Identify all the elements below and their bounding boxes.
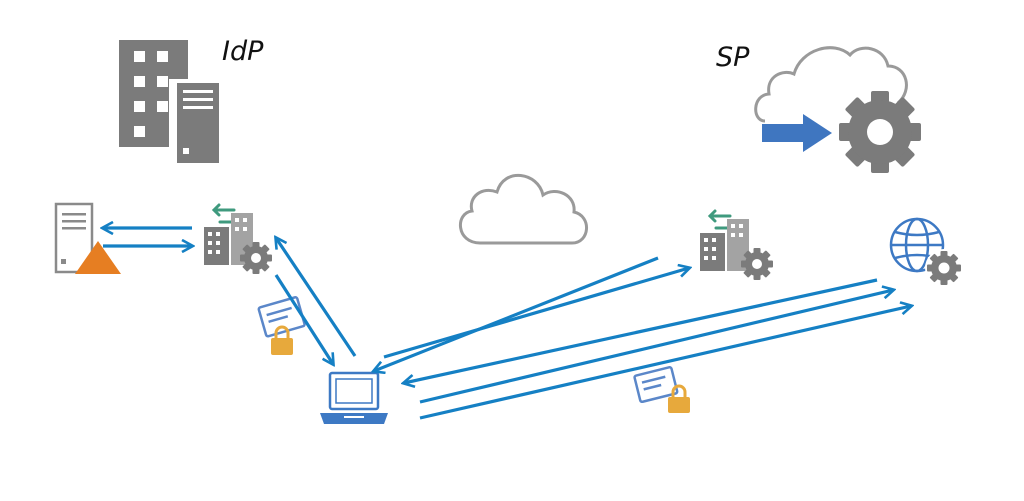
token-left-certificate-lock-icon xyxy=(257,296,306,355)
client-laptop-icon xyxy=(320,371,388,424)
arrow-laptop-to-idp xyxy=(276,238,357,357)
token-right-certificate-lock-icon xyxy=(633,365,690,413)
idp-federation-server-icon xyxy=(204,203,272,274)
web-app-globe-icon xyxy=(889,217,963,287)
warning-triangle-icon xyxy=(75,241,121,274)
arrow-sp-federation-to-laptop xyxy=(374,256,659,371)
idp-building-icon xyxy=(119,40,223,166)
arrow-idp-to-laptop xyxy=(274,274,333,364)
arrow-laptop-to-webapp-1 xyxy=(419,290,893,404)
sp-cloud-gear-icon xyxy=(754,46,921,173)
arrow-webapp-to-laptop xyxy=(404,278,878,383)
sp-federation-server-icon xyxy=(700,209,773,280)
sp-label: SP xyxy=(716,42,750,73)
arrows xyxy=(103,228,911,420)
arrow-laptop-to-webapp-2 xyxy=(419,306,911,420)
arrow-laptop-to-sp-federation xyxy=(383,268,689,359)
idp-label: IdP xyxy=(222,36,264,67)
internet-cloud-icon xyxy=(458,174,588,245)
